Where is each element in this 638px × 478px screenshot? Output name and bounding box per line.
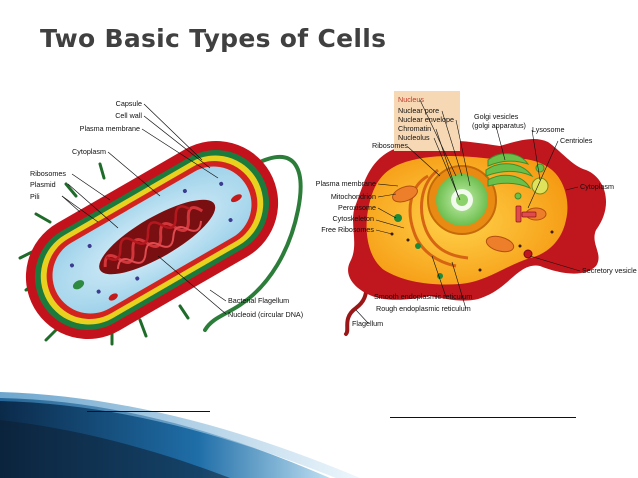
label-nucleus: Nucleus <box>398 95 424 104</box>
label-capsule: Capsule <box>116 99 142 108</box>
nucleoid-shape <box>99 199 216 275</box>
label-ribosomes-prokaryote: Ribosomes <box>30 169 66 178</box>
eukaryote-leader-lines <box>355 99 581 324</box>
label-cytoplasm-eukaryote: Cytoplasm <box>580 182 614 191</box>
label-cytoplasm-prokaryote: Cytoplasm <box>72 147 106 156</box>
bottom-swoosh-decoration <box>0 392 360 478</box>
label-bacterial-flagellum: Bacterial Flagellum <box>228 296 289 305</box>
nucleus-shape <box>427 165 497 235</box>
secretory-vesicle-shape <box>523 249 533 259</box>
label-chromatin: Chromatin <box>398 124 431 133</box>
label-free-ribosomes: Free Ribosomes <box>321 225 374 234</box>
bacterial-flagellum-shape <box>203 154 303 332</box>
label-pili: Pili <box>30 192 40 201</box>
free-ribosome-dots <box>390 230 554 272</box>
label-nucleoid: Nucleoid (circular DNA) <box>228 310 303 319</box>
label-plasma-membrane-prokaryote: Plasma membrane <box>80 124 140 133</box>
nucleus-label-box <box>394 91 460 151</box>
label-golgi-line2: (golgi apparatus) <box>472 121 526 130</box>
label-secretory-vesicle: Secretory vesicle <box>582 266 637 275</box>
lysosome-shape <box>531 177 549 195</box>
label-rough-er: Rough endoplasmic reticulum <box>376 304 471 313</box>
label-nuclear-envelope: Nuclear envelope <box>398 115 454 124</box>
eukaryote-answer-blank[interactable] <box>390 417 576 418</box>
centrioles-shape <box>515 205 537 223</box>
label-cytoskeleton: Cytoskeleton <box>332 214 374 223</box>
label-plasma-membrane-eukaryote: Plasma membrane <box>316 179 376 188</box>
label-peroxisome: Peroxisome <box>338 203 376 212</box>
prokaryote-answer-blank[interactable] <box>87 411 210 412</box>
label-mitochondrion: Mitochondrion <box>331 192 376 201</box>
golgi-apparatus-shape <box>485 153 545 200</box>
prokaryotic-cell-diagram <box>18 141 303 346</box>
label-flagellum-eukaryote: Flagellum <box>352 319 383 328</box>
eukaryotic-cell-diagram <box>344 91 607 336</box>
label-plasmid: Plasmid <box>30 180 56 189</box>
label-cell-wall: Cell wall <box>115 111 142 120</box>
ribosome-dots <box>69 181 233 294</box>
slide-title: Two Basic Types of Cells <box>40 24 387 53</box>
label-lysosome: Lysosome <box>532 125 565 134</box>
label-nucleolus: Nucleolus <box>398 133 430 142</box>
rough-er-shape <box>408 168 469 268</box>
label-golgi-line1: Golgi vesicles <box>474 112 519 121</box>
label-smooth-er: Smooth endoplasmic reticulum <box>374 292 472 301</box>
plasmid-shapes <box>72 194 242 301</box>
prokaryote-leader-lines <box>61 103 227 315</box>
label-centrioles: Centrioles <box>560 136 593 145</box>
label-ribosomes-eukaryote: Ribosomes <box>372 141 408 150</box>
label-nuclear-pore: Nuclear pore <box>398 106 439 115</box>
